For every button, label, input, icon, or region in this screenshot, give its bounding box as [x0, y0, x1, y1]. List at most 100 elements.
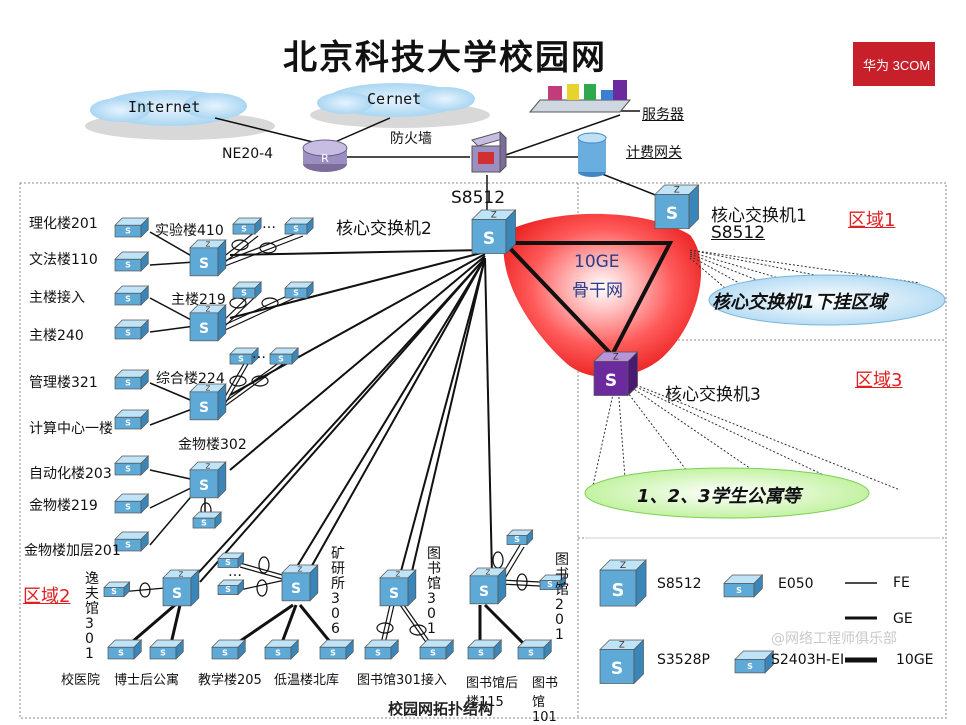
firewall-icon — [471, 130, 507, 174]
cernet-cloud — [310, 83, 490, 128]
svg-text:S: S — [160, 649, 166, 658]
svg-text:S: S — [514, 535, 520, 544]
building-label: 主楼接入 — [29, 290, 85, 306]
svg-text:Z: Z — [179, 569, 184, 578]
access-switch: S — [114, 217, 150, 238]
legend-label: S2403H-EI — [771, 652, 845, 668]
dorms-label: 1、2、3学生公寓等 — [637, 486, 801, 507]
tushu301-label: 图书馆301 — [427, 546, 441, 637]
servers-label: 服务器 — [642, 107, 684, 123]
router-label: NE20-4 — [222, 146, 274, 162]
access-switch: S — [467, 639, 503, 660]
svg-text:S: S — [225, 558, 231, 567]
aggregation-switch: ZS — [379, 569, 417, 607]
backbone-name-label: 骨干网 — [572, 281, 623, 301]
svg-text:Z: Z — [206, 461, 211, 470]
access-switch: S — [114, 285, 150, 306]
core3-label: 核心交换机3 — [665, 385, 761, 405]
svg-text:S: S — [483, 229, 495, 249]
server-rack — [528, 80, 632, 113]
svg-text:S: S — [747, 662, 753, 671]
brand-logo: 华为 3COM — [853, 42, 935, 86]
core-switch-2: ZS — [471, 209, 517, 255]
svg-text:S: S — [389, 586, 399, 602]
aggregation-switch: ZS — [281, 564, 319, 602]
access-switch: S — [114, 493, 150, 514]
svg-text:Z: Z — [206, 304, 211, 313]
core1-area-label: 核心交换机1下挂区域 — [712, 292, 887, 313]
svg-text:S: S — [736, 586, 742, 595]
core-switch-1: ZS — [654, 184, 700, 230]
page-title: 北京科技大学校园网 — [283, 38, 607, 78]
aggregation-switch: ZS — [189, 239, 227, 277]
access-switch: S — [114, 409, 150, 430]
access-switch: S — [114, 319, 150, 340]
aggregation-switch: ZS — [189, 461, 227, 499]
access-switch: S — [284, 217, 315, 235]
svg-text:Z: Z — [620, 561, 626, 571]
svg-text:S: S — [293, 288, 299, 297]
watermark: @网络工程师俱乐部 — [771, 631, 897, 647]
access-switch: S — [419, 639, 455, 660]
access-switch: S — [539, 574, 567, 591]
building-label: 理化楼201 — [29, 216, 98, 232]
building-label: 管理楼321 — [29, 375, 98, 391]
access-switch: S — [114, 369, 150, 390]
billing-label: 计费网关 — [626, 145, 682, 161]
svg-text:Z: Z — [396, 569, 401, 578]
svg-text:S: S — [275, 649, 281, 658]
svg-text:S: S — [238, 354, 244, 363]
svg-text:S: S — [430, 649, 436, 658]
internet-cloud — [85, 90, 275, 140]
billing-db-icon — [577, 132, 607, 177]
legend-line-label: GE — [893, 611, 913, 627]
core-switch-3: ZS — [593, 351, 639, 397]
bottom-building-label: 图书馆301接入 — [357, 673, 447, 688]
svg-text:Z: Z — [619, 641, 625, 651]
access-switch: S — [217, 552, 245, 569]
access-switch: S — [114, 251, 150, 272]
svg-text:S: S — [278, 354, 284, 363]
internet-label: Internet — [128, 98, 201, 116]
svg-text:S: S — [111, 587, 117, 596]
yifu-label: 逸夫馆301 — [85, 571, 99, 662]
footer-overlay: 校园网拓扑结构 — [388, 700, 494, 718]
svg-text:S: S — [125, 419, 131, 428]
svg-text:Z: Z — [491, 211, 497, 221]
core1-label: 核心交换机1 — [711, 206, 807, 226]
svg-text:Z: Z — [206, 239, 211, 248]
core3-fanout — [591, 384, 901, 491]
legend-line-label: 10GE — [896, 652, 934, 668]
kuang-label: 矿研所306 — [331, 546, 345, 637]
svg-text:S: S — [125, 465, 131, 474]
access-switch: S — [269, 347, 300, 365]
svg-text:S: S — [479, 584, 489, 600]
svg-text:S: S — [478, 649, 484, 658]
legend-label: S8512 — [657, 576, 702, 592]
router-icon: R — [302, 139, 348, 172]
svg-text:S: S — [125, 503, 131, 512]
bottom-building-label: 教学楼205 — [198, 673, 262, 688]
bottom-building-label: 图书馆101 — [532, 676, 559, 725]
legend-label: E050 — [778, 576, 814, 592]
svg-text:S: S — [222, 649, 228, 658]
access-switch: S — [149, 639, 185, 660]
bottom-building-label: 校医院 — [61, 673, 101, 688]
access-switch: S — [114, 455, 150, 476]
core2-model-label: S8512 — [451, 188, 506, 208]
access-switch: S — [211, 639, 247, 660]
svg-text:S: S — [125, 379, 131, 388]
access-switch: S — [232, 217, 263, 235]
ellipsis-mark: … — [252, 346, 266, 362]
svg-text:S: S — [225, 585, 231, 594]
left-access-links — [149, 231, 206, 546]
legend-s2403h-icon: S — [734, 650, 775, 674]
svg-text:S: S — [293, 224, 299, 233]
svg-text:S: S — [611, 659, 623, 679]
agg-label: 主楼219 — [171, 292, 226, 308]
building-label: 计算中心一楼 — [29, 421, 113, 437]
svg-text:S: S — [199, 400, 209, 416]
building-label: 文法楼110 — [29, 252, 98, 268]
